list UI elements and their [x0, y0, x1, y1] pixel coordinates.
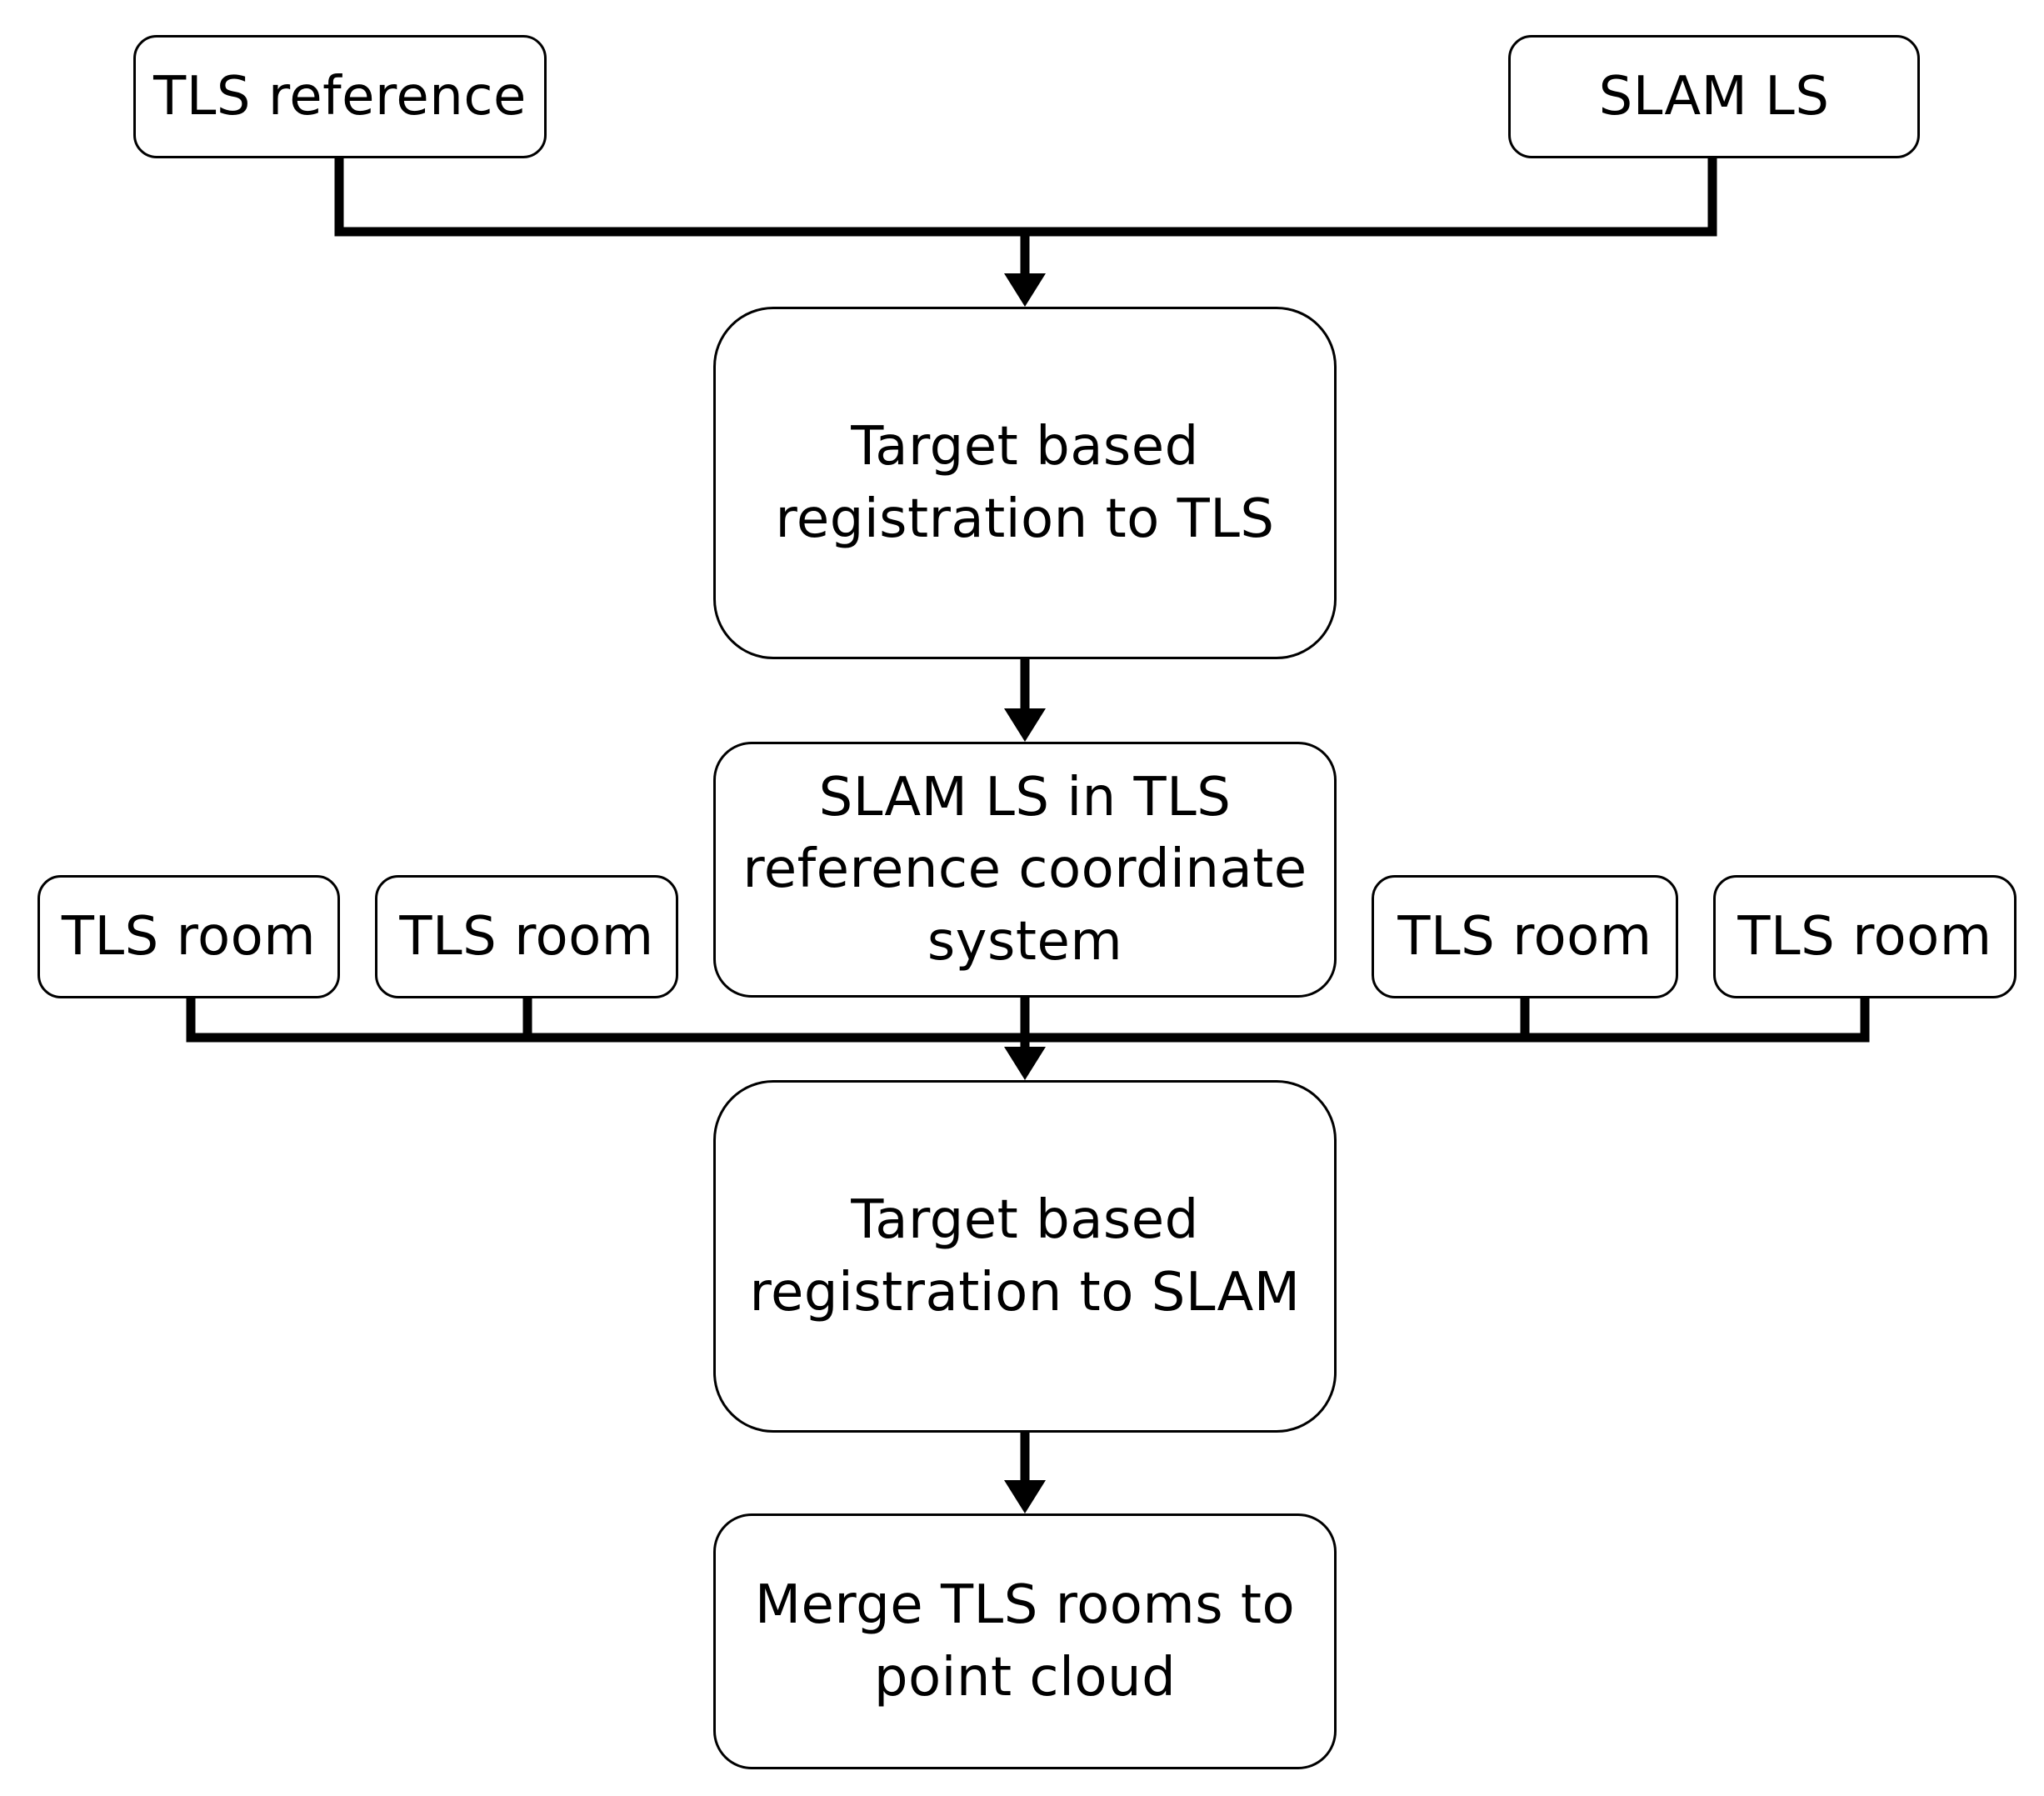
- tls-room-label-4: TLS room: [1737, 905, 1992, 968]
- tls-room-label-3: TLS room: [1397, 905, 1652, 968]
- arrowhead-merge: [1004, 1480, 1046, 1513]
- target-registration-slam-line-2: registration to SLAM: [749, 1261, 1301, 1323]
- tls-room-box-2: TLS room: [375, 875, 678, 998]
- tls-room-box-3: TLS room: [1372, 875, 1678, 998]
- target-registration-slam-line-1: Target based: [851, 1189, 1199, 1252]
- merge-point-cloud-box: Merge TLS rooms to point cloud: [713, 1513, 1337, 1769]
- slam-in-tls-line-3: system: [927, 910, 1123, 973]
- slam-in-tls-box: SLAM LS in TLS reference coordinate syst…: [713, 742, 1337, 998]
- arrowhead-registration-slam: [1004, 1047, 1046, 1080]
- target-registration-slam-box: Target based registration to SLAM: [713, 1080, 1337, 1433]
- target-registration-tls-box: Target based registration to TLS: [713, 307, 1337, 659]
- merge-line-1: Merge TLS rooms to: [754, 1574, 1296, 1637]
- slam-in-tls-line-1: SLAM LS in TLS: [818, 766, 1232, 828]
- tls-room-box-4: TLS room: [1713, 875, 2017, 998]
- tls-room-label-1: TLS room: [61, 905, 317, 968]
- slam-in-tls-line-2: reference coordinate: [742, 838, 1307, 901]
- edge-slam-ls-to-registration: [1020, 152, 1717, 237]
- arrowhead-slam-in-tls: [1004, 708, 1046, 742]
- merge-line-2: point cloud: [873, 1646, 1177, 1708]
- tls-reference-label: TLS reference: [153, 65, 527, 128]
- slam-ls-box: SLAM LS: [1508, 35, 1920, 158]
- arrowhead-registration-tls: [1004, 273, 1046, 307]
- tls-reference-box: TLS reference: [133, 35, 547, 158]
- target-registration-tls-line-1: Target based: [851, 416, 1199, 478]
- tls-room-box-1: TLS room: [37, 875, 340, 998]
- tls-room-label-2: TLS room: [399, 905, 654, 968]
- edge-tls-reference-to-registration: [334, 152, 1030, 237]
- target-registration-tls-line-2: registration to TLS: [775, 488, 1275, 550]
- slam-ls-label: SLAM LS: [1598, 65, 1830, 128]
